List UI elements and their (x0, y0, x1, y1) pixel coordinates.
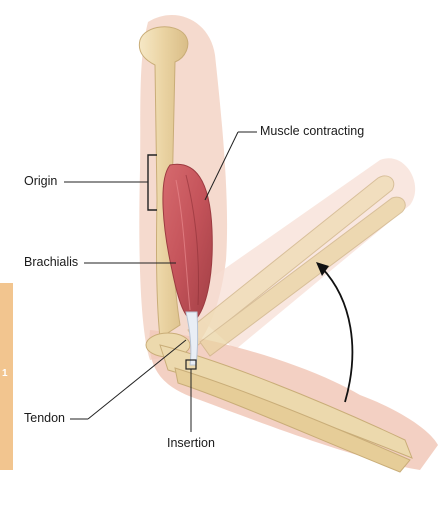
leader-tendon-diag (87, 339, 187, 420)
leader-muscle-contracting (204, 131, 239, 201)
label-tendon: Tendon (24, 411, 66, 425)
label-insertion: Insertion (167, 436, 215, 450)
forearm-bones-flexed (187, 175, 406, 357)
flexion-arrowhead (316, 262, 329, 276)
chapter-side-tab-number: 1 (2, 368, 8, 379)
forearm-bones-extended (159, 344, 413, 473)
chapter-side-tab (0, 283, 13, 470)
label-origin: Origin (24, 174, 58, 188)
label-brachialis: Brachialis (24, 255, 79, 269)
flexion-arrow (321, 267, 354, 403)
label-muscle-contracting: Muscle contracting (260, 124, 365, 138)
